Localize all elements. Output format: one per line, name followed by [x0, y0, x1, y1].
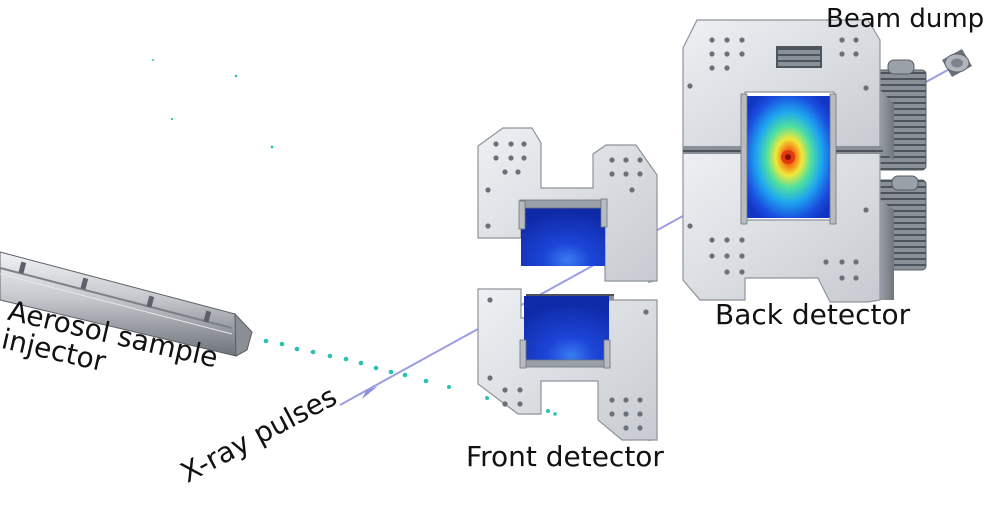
xray-arrowhead [362, 386, 378, 399]
aerosol-injector [0, 251, 253, 357]
front-detector-upper [477, 127, 658, 283]
back-detector-label: Back detector [715, 298, 911, 331]
aerosol-particles [152, 59, 557, 416]
front-detector-label: Front detector [466, 440, 664, 473]
front-sensor-lower [524, 296, 609, 362]
beam-dump [942, 49, 972, 77]
front-detector-lower [477, 288, 658, 441]
back-detector [682, 19, 927, 303]
beam-dump-label: Beam dump [826, 4, 985, 34]
front-sensor-upper [521, 206, 605, 266]
